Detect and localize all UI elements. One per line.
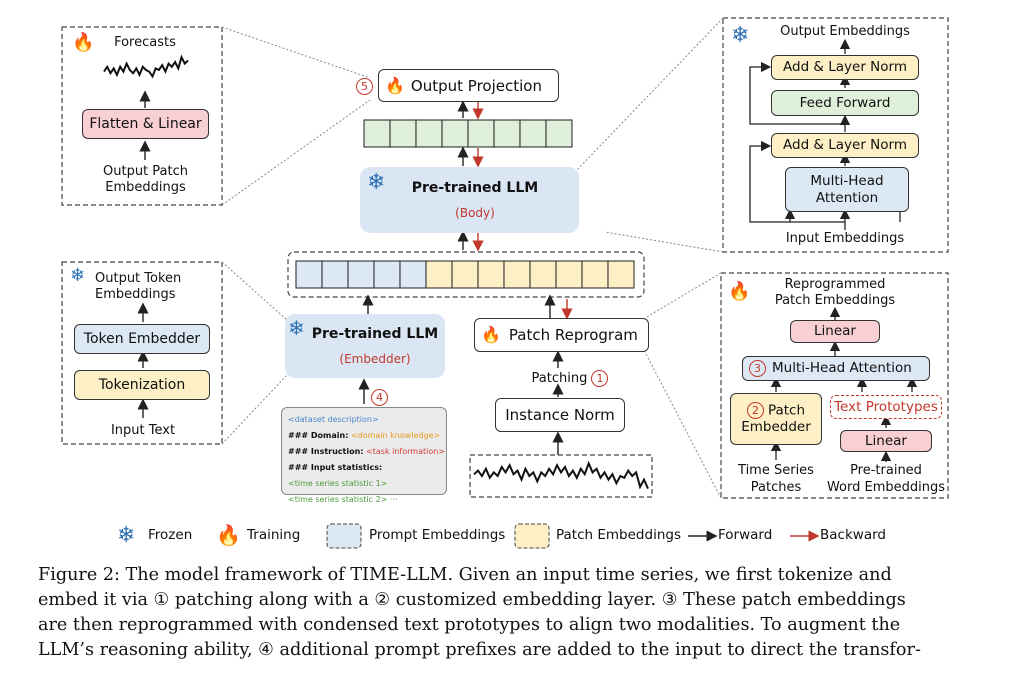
left-bottom-panel (61, 261, 223, 445)
prompt-template-box: <dataset description> ### Domain: <domai… (281, 407, 447, 504)
output-cells (363, 119, 573, 148)
llm-embedder-title: Pre-trained LLM (311, 326, 439, 342)
snowflake-icon: ❄ (367, 170, 386, 195)
legend-forward: Forward (718, 527, 773, 543)
caption-line-4: LLM’s reasoning ability, ④ additional pr… (38, 640, 921, 660)
output-cell (467, 119, 495, 148)
snowflake-icon: ❄ (117, 523, 136, 548)
output-cell (415, 119, 443, 148)
caption-line-1: Figure 2: The model framework of TIME-LL… (38, 565, 892, 585)
legend-backward: Backward (820, 527, 886, 543)
forecast-line (103, 54, 189, 79)
add-layer-norm-bottom-box: Add & Layer Norm (771, 133, 919, 158)
concat-cell (503, 260, 531, 289)
concat-cell (529, 260, 557, 289)
output-embeddings-label: Output Embeddings (780, 24, 910, 39)
fire-icon: 🔥 (72, 32, 95, 53)
prompt-step: 4 (371, 387, 388, 406)
right-top-panel (722, 17, 949, 253)
concat-cell (321, 260, 349, 289)
legend-prompt: Prompt Embeddings (369, 527, 506, 543)
legend-frozen: Frozen (148, 527, 193, 543)
feed-forward-box: Feed Forward (771, 90, 919, 116)
concat-cell (347, 260, 375, 289)
legend-patch: Patch Embeddings (556, 527, 681, 543)
output-projection-box: 🔥 Output Projection (378, 69, 559, 102)
left-top-panel (61, 26, 223, 206)
add-layer-norm-top-box: Add & Layer Norm (771, 55, 919, 80)
caption-line-2: embed it via ① patching along with a ② c… (38, 590, 906, 610)
concat-cell (581, 260, 609, 289)
output-cell (441, 119, 469, 148)
fire-icon: 🔥 (728, 281, 751, 302)
forecasts-label: Forecasts (114, 35, 176, 50)
output-cell (545, 119, 573, 148)
right-bottom-panel (720, 272, 949, 499)
snowflake-icon: ❄ (70, 265, 86, 286)
flatten-linear-box: Flatten & Linear (82, 109, 209, 139)
snowflake-icon: ❄ (288, 316, 305, 340)
llm-body-box (360, 167, 579, 233)
llm-body-title: Pre-trained LLM (411, 180, 539, 196)
concat-row-frame (287, 251, 645, 298)
concat-cell (425, 260, 453, 289)
caption-line-3: are then reprogrammed with condensed tex… (38, 615, 901, 635)
token-embedder-box: Token Embedder (74, 324, 210, 354)
legend-training: Training (247, 527, 301, 543)
input-embeddings-label: Input Embeddings (785, 231, 905, 246)
input-series-frame (469, 454, 653, 498)
concat-cells (295, 260, 635, 289)
tokenization-box: Tokenization (74, 370, 210, 400)
output-projection-step: 5 (356, 76, 373, 95)
fire-icon: 🔥 (216, 523, 241, 547)
output-cell (389, 119, 417, 148)
model-diagram (61, 17, 949, 549)
input-series-line (473, 460, 649, 490)
llm-body-sub: (Body) (455, 206, 495, 220)
output-cell (519, 119, 547, 148)
patching-label: Patching 1 (520, 370, 620, 387)
concat-cell (399, 260, 427, 289)
llm-embedder-sub: (Embedder) (339, 352, 411, 366)
concat-cell (477, 260, 505, 289)
instance-norm-box: Instance Norm (495, 398, 625, 432)
concat-cell (451, 260, 479, 289)
input-text-label: Input Text (110, 423, 176, 438)
fire-icon: 🔥 (385, 75, 405, 95)
concat-cell (295, 260, 323, 289)
concat-cell (607, 260, 635, 289)
output-cell (363, 119, 391, 148)
llm-embedder-box (285, 314, 445, 378)
concat-cell (373, 260, 401, 289)
linear-top-box: Linear (790, 320, 880, 343)
fire-icon: 🔥 (481, 325, 501, 345)
text-prototypes-box: Text Prototypes (830, 395, 942, 419)
output-cell (493, 119, 521, 148)
snowflake-icon: ❄ (731, 23, 750, 48)
patch-reprogram-box: 🔥 Patch Reprogram (474, 318, 649, 352)
concat-cell (555, 260, 583, 289)
figure-caption: Figure 2: The model framework of TIME-LL… (38, 563, 986, 663)
linear-bottom-box: Linear (840, 430, 932, 452)
reprogram-mha-box: 3 Multi-Head Attention (742, 356, 930, 381)
